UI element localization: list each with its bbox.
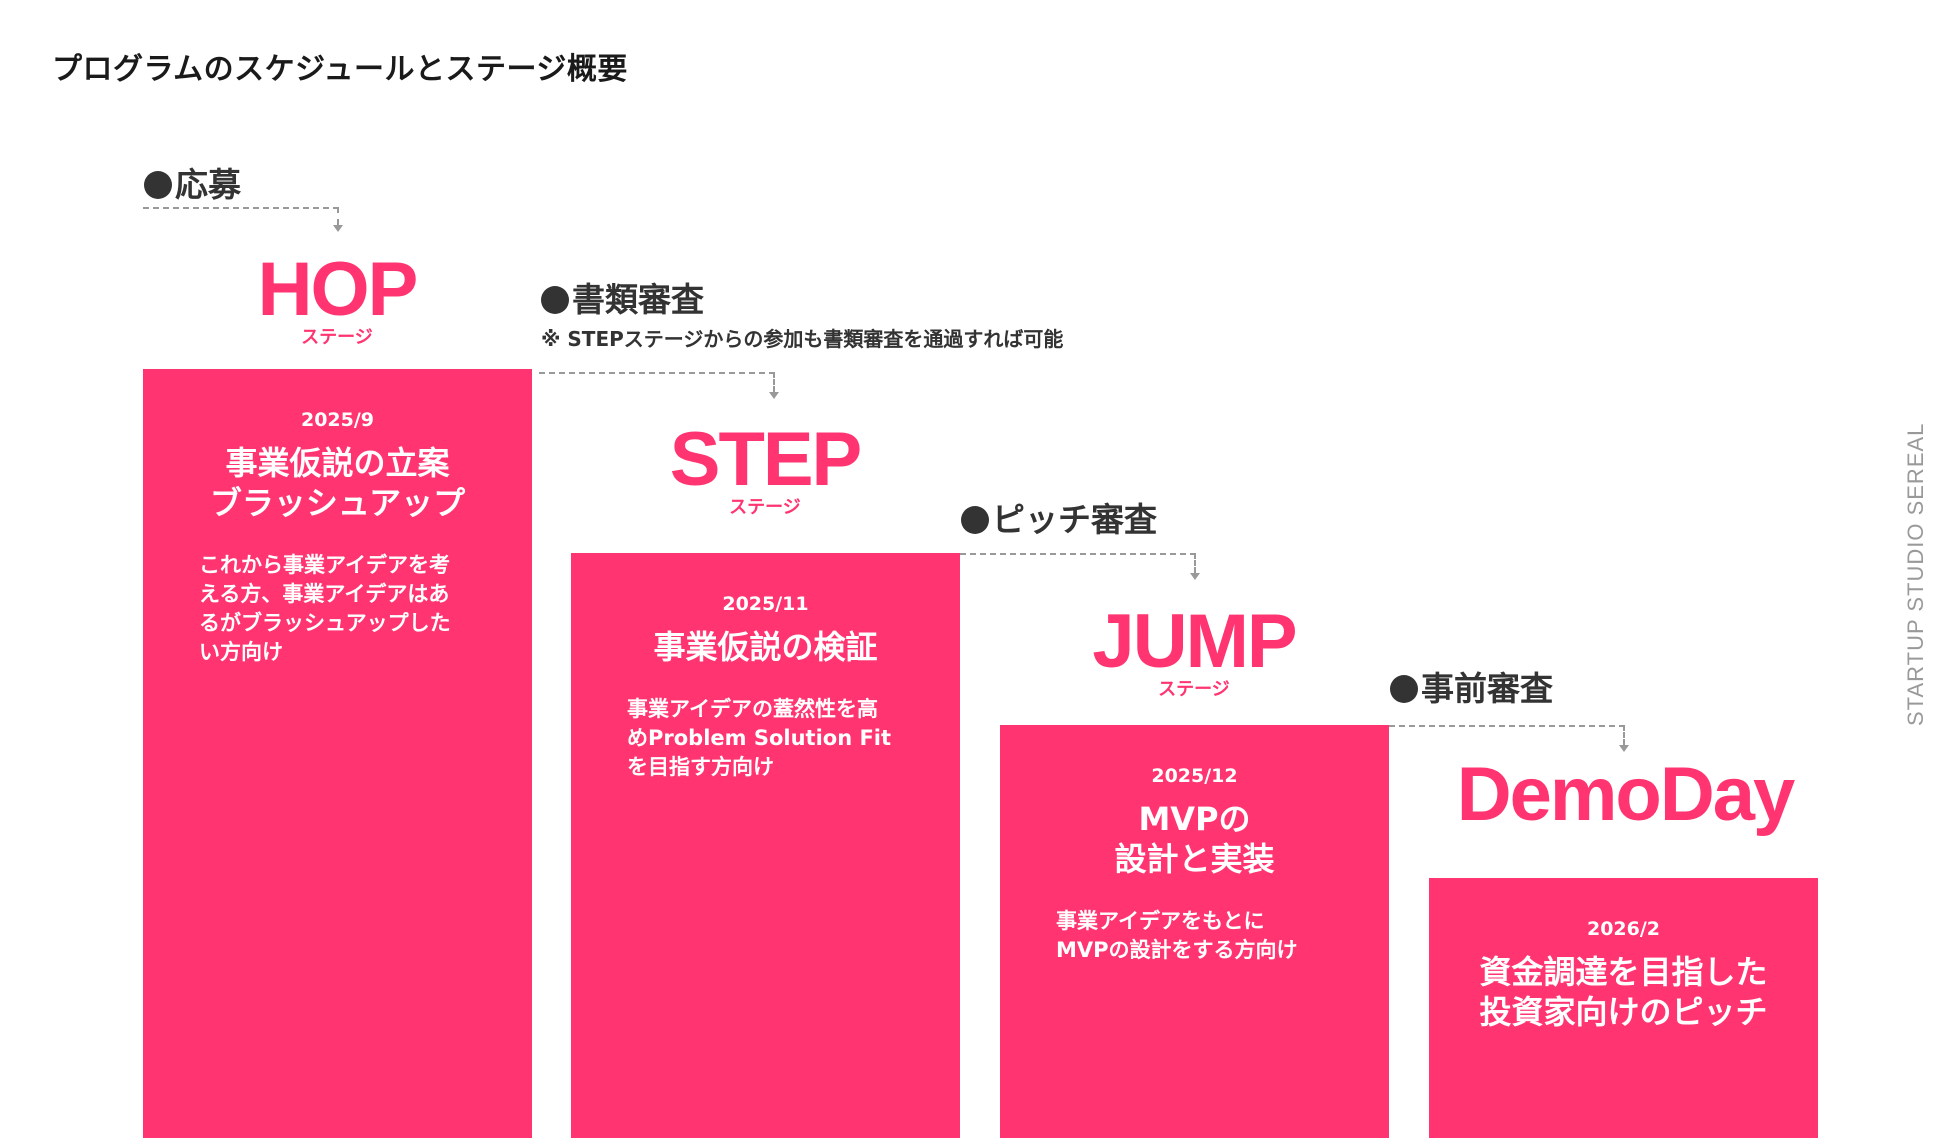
hop-logo-text: HOP: [257, 247, 419, 332]
demoday-heading-line: 資金調達を目指した: [1479, 953, 1768, 991]
jump-heading: MVPの 設計と実装: [1000, 799, 1389, 879]
hop-description: これから事業アイデアを考 える方、事業アイデアはあ るがブラッシュアップした い…: [199, 551, 476, 667]
jump-logo-sub: ステージ: [1158, 679, 1230, 699]
hop-date: 2025/9: [300, 409, 375, 431]
hop-heading-line: 事業仮説の立案: [225, 444, 450, 482]
demoday-heading: 資金調達を目指した 投資家向けのピッチ: [1429, 952, 1818, 1032]
step-desc-line: を目指す方向け: [627, 755, 774, 779]
jump-description: 事業アイデアをもとに MVPの設計をする方向け: [1056, 907, 1333, 965]
hop-logo-sub: ステージ: [301, 327, 373, 347]
page-title: プログラムのスケジュールとステージ概要: [52, 52, 628, 87]
arrow-down-icon: [769, 392, 779, 399]
hop-stage-card: 2025/9 事業仮説の立案 ブラッシュアップ これから事業アイデアを考 える方…: [143, 369, 532, 1138]
milestone-pre-review-label: 事前審査: [1421, 669, 1553, 708]
connector-line: [1623, 725, 1625, 745]
demoday-logo: DemoDay: [1430, 757, 1820, 833]
hop-desc-line: い方向け: [199, 640, 283, 664]
demoday-logo-text: DemoDay: [1456, 752, 1796, 837]
jump-desc-line: MVPの設計をする方向け: [1056, 938, 1298, 962]
step-logo-sub: ステージ: [729, 497, 801, 517]
arrow-down-icon: [1190, 573, 1200, 580]
jump-date: 2025/12: [1151, 765, 1238, 787]
arrow-down-icon: [333, 225, 343, 232]
step-description: 事業アイデアの蓋然性を高 めProblem Solution Fit を目指す方…: [627, 695, 904, 782]
connector-line: [773, 372, 775, 392]
step-stage-logo: STEP ステージ: [645, 417, 885, 517]
bullet-dot-icon: [541, 286, 569, 314]
connector-line: [1194, 553, 1196, 573]
demoday-date: 2026/2: [1586, 918, 1661, 940]
hop-heading-line: ブラッシュアップ: [209, 484, 466, 522]
demoday-stage-card: 2026/2 資金調達を目指した 投資家向けのピッチ: [1429, 878, 1818, 1138]
connector-line: [960, 553, 1196, 555]
step-desc-line: 事業アイデアの蓋然性を高: [627, 697, 878, 721]
bullet-dot-icon: [961, 506, 989, 534]
hop-desc-line: これから事業アイデアを考: [199, 553, 450, 577]
hop-stage-logo: HOP ステージ: [222, 247, 452, 347]
jump-heading-line: 設計と実装: [1114, 840, 1275, 878]
milestone-document-review-label: 書類審査: [572, 280, 704, 319]
step-heading: 事業仮説の検証: [571, 627, 960, 667]
step-desc-line: めProblem Solution Fit: [627, 726, 892, 750]
document-review-note: ※ STEPステージからの参加も書類審査を通過すれば可能: [541, 327, 1064, 351]
milestone-document-review: 書類審査: [541, 273, 704, 321]
milestone-pitch-review-label: ピッチ審査: [992, 500, 1157, 539]
connector-line: [143, 207, 339, 209]
jump-desc-line: 事業アイデアをもとに: [1056, 909, 1265, 933]
bullet-dot-icon: [144, 171, 172, 199]
milestone-pitch-review: ピッチ審査: [961, 493, 1157, 541]
hop-desc-line: える方、事業アイデアはあ: [199, 582, 450, 606]
step-date: 2025/11: [722, 593, 809, 615]
milestone-pre-review: 事前審査: [1390, 662, 1553, 710]
side-brand-text: STARTUP STUDIO SEREAL: [1903, 422, 1928, 726]
jump-stage-card: 2025/12 MVPの 設計と実装 事業アイデアをもとに MVPの設計をする方…: [1000, 725, 1389, 1138]
connector-line: [539, 372, 775, 374]
hop-heading: 事業仮説の立案 ブラッシュアップ: [143, 443, 532, 523]
jump-logo-text: JUMP: [1092, 599, 1297, 684]
connector-line: [337, 207, 339, 225]
connector-line: [1389, 725, 1625, 727]
step-heading-line: 事業仮説の検証: [653, 628, 878, 666]
arrow-down-icon: [1619, 745, 1629, 752]
demoday-heading-line: 投資家向けのピッチ: [1479, 993, 1768, 1031]
jump-heading-line: MVPの: [1138, 800, 1251, 838]
milestone-apply: 応募: [144, 158, 241, 206]
step-logo-text: STEP: [669, 417, 863, 502]
bullet-dot-icon: [1390, 675, 1418, 703]
step-stage-card: 2025/11 事業仮説の検証 事業アイデアの蓋然性を高 めProblem So…: [571, 553, 960, 1138]
milestone-apply-label: 応募: [175, 165, 241, 204]
jump-stage-logo: JUMP ステージ: [1064, 599, 1324, 699]
hop-desc-line: るがブラッシュアップした: [199, 611, 451, 635]
